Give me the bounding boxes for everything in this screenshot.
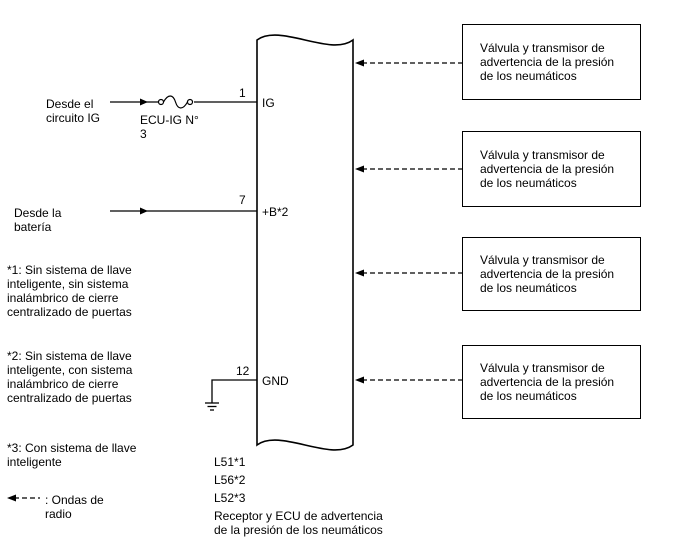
connector-code: L56*2: [214, 473, 246, 487]
valve-transmitter-label: Válvula y transmisor de advertencia de l…: [480, 148, 615, 190]
connector-code: L51*1: [214, 455, 246, 469]
valve-transmitter-label: Válvula y transmisor de advertencia de l…: [480, 41, 615, 83]
battery-source-label: Desde la batería: [14, 206, 62, 234]
fuse-icon: [157, 95, 194, 109]
ecu-caption: Receptor y ECU de advertencia de la pres…: [214, 509, 383, 537]
ig-arrowhead: [140, 98, 148, 106]
valve-transmitter-label: Válvula y transmisor de advertencia de l…: [480, 253, 615, 295]
battery-arrowhead: [140, 207, 148, 215]
footnote-1: *1: Sin sistema de llave inteligente, si…: [7, 263, 132, 319]
legend-radio-arrow: [7, 494, 40, 502]
radio-arrowheads: [355, 59, 364, 384]
pin-name-gnd: GND: [262, 374, 289, 388]
gnd-wire: [211, 379, 257, 403]
connector-code: L52*3: [214, 491, 246, 505]
pin-number-ig: 1: [239, 86, 246, 100]
valve-transmitter-box: Válvula y transmisor de advertencia de l…: [462, 237, 641, 311]
pin-number-b: 7: [239, 193, 246, 207]
legend-radio-label: : Ondas de radio: [45, 493, 104, 521]
pin-number-gnd: 12: [236, 364, 250, 378]
ig-source-label: Desde el circuito IG: [46, 97, 101, 125]
radio-links: [362, 62, 462, 381]
valve-transmitter-box: Válvula y transmisor de advertencia de l…: [462, 24, 641, 100]
ecu-body: [256, 34, 354, 451]
valve-transmitter-box: Válvula y transmisor de advertencia de l…: [462, 345, 641, 419]
valve-transmitter-box: Válvula y transmisor de advertencia de l…: [462, 131, 641, 207]
footnote-2: *2: Sin sistema de llave inteligente, co…: [7, 349, 133, 405]
pin-name-ig: IG: [262, 96, 275, 110]
ground-icon: [205, 402, 219, 411]
pin-name-b: +B*2: [262, 205, 289, 219]
fuse-label: ECU-IG N° 3: [140, 113, 199, 141]
valve-transmitter-label: Válvula y transmisor de advertencia de l…: [480, 361, 615, 403]
footnote-3: *3: Con sistema de llave inteligente: [7, 441, 137, 469]
